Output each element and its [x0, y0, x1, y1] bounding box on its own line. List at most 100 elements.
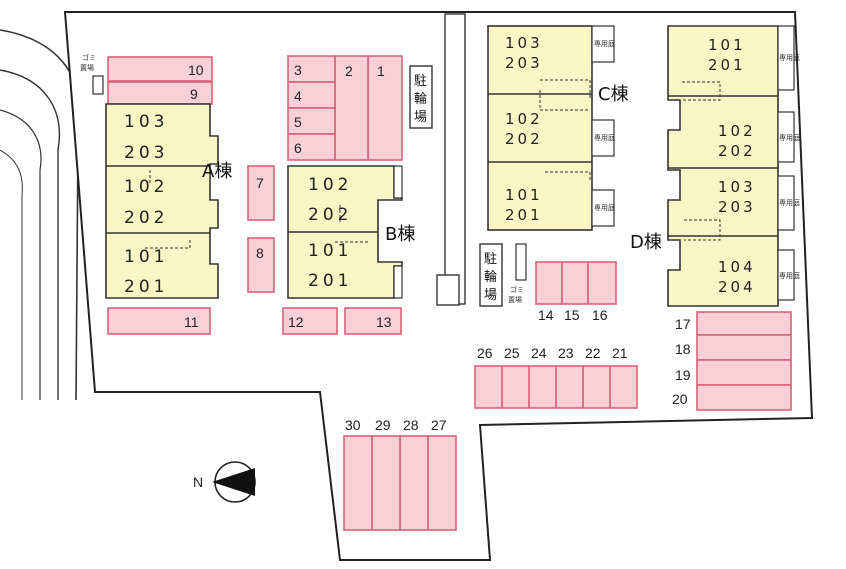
d-row-0-upper: 101	[708, 36, 746, 54]
d-row-1-upper: 102	[718, 122, 756, 140]
parking-label-21: 21	[612, 345, 628, 361]
bike-mid-char-1: 駐	[484, 252, 497, 267]
parking-label-25: 25	[504, 345, 520, 361]
c-storage-3: 専用庭	[594, 203, 615, 212]
bike-top-char-3: 場	[414, 110, 427, 125]
parking-label-6: 6	[294, 140, 302, 156]
parking-label-10: 10	[188, 62, 204, 78]
a-row-1-lower: 202	[124, 208, 168, 228]
garbage-mid-line-2: 置場	[508, 295, 522, 304]
parking-label-22: 22	[585, 345, 601, 361]
building-c: 専用庭 専用庭 専用庭 103 203 102 202 101 201 C棟	[487, 25, 629, 231]
parking-stall-25	[501, 365, 530, 409]
a-row-2-lower: 201	[124, 277, 168, 297]
parking-label-8: 8	[256, 245, 264, 261]
parking-label-30: 30	[345, 417, 361, 433]
compass-north-label: N	[193, 474, 203, 490]
a-row-1-upper: 102	[124, 177, 168, 197]
c-row-1-upper: 102	[505, 110, 543, 128]
c-row-0-lower: 203	[505, 54, 543, 72]
parking-label-26: 26	[477, 345, 493, 361]
d-storage-4: 専用庭	[779, 271, 800, 280]
parking-stall-27	[427, 435, 457, 531]
c-storage-1: 専用庭	[594, 39, 615, 48]
parking-label-3: 3	[294, 62, 302, 78]
parking-stall-5	[287, 107, 336, 135]
d-storage-1: 専用庭	[779, 53, 800, 62]
a-row-2-upper: 101	[124, 247, 168, 267]
b-row-1-lower: 201	[308, 271, 352, 291]
parking-stall-13	[344, 307, 402, 335]
parking-stall-18	[696, 334, 792, 361]
garbage-area-mid: ゴミ 置場	[508, 243, 527, 304]
parking-stall-1	[367, 55, 403, 161]
parking-label-14: 14	[538, 307, 554, 323]
parking-label-16: 16	[592, 307, 608, 323]
d-row-1-lower: 202	[718, 142, 756, 160]
garbage-top-line-1: ゴミ	[82, 53, 96, 62]
parking-label-29: 29	[375, 417, 391, 433]
parking-label-11: 11	[184, 314, 199, 330]
parking-label-17: 17	[675, 316, 691, 332]
parking-label-1: 1	[377, 63, 385, 79]
parking-stall-21	[609, 365, 638, 409]
parking-label-24: 24	[531, 345, 547, 361]
parking-stall-10	[107, 56, 213, 82]
d-row-3-upper: 104	[718, 258, 756, 276]
parking-stall-23	[555, 365, 584, 409]
compass: N	[193, 461, 256, 503]
bike-mid-char-3: 場	[484, 288, 497, 303]
parking-stall-28	[399, 435, 429, 531]
bike-parking-mid: 駐 輪 場	[479, 243, 503, 307]
d-storage-3: 専用庭	[779, 198, 800, 207]
road-curve	[0, 29, 82, 401]
parking-label-19: 19	[675, 367, 691, 383]
garbage-mid-line-1: ゴミ	[510, 285, 524, 294]
parking-label-13: 13	[376, 314, 392, 330]
bike-mid-char-2: 輪	[484, 269, 497, 285]
parking-label-7: 7	[256, 175, 264, 191]
d-row-2-lower: 203	[718, 198, 756, 216]
c-row-1-lower: 202	[505, 130, 543, 148]
parking-label-2: 2	[345, 63, 353, 79]
d-storage-2: 専用庭	[779, 133, 800, 142]
parking-stall-30	[343, 435, 373, 531]
parking-label-9: 9	[190, 86, 198, 102]
parking-stall-2	[334, 55, 369, 161]
parking-label-28: 28	[403, 417, 419, 433]
bike-parking-top: 駐 輪 場	[409, 65, 433, 129]
b-row-0-lower: 202	[308, 205, 352, 225]
parking-stall-16	[587, 261, 617, 305]
building-b: 102 202 101 201 B棟	[287, 165, 415, 299]
bike-top-char-2: 輪	[414, 91, 427, 107]
parking-stall-20	[696, 384, 792, 411]
parking-label-12: 12	[288, 314, 304, 330]
parking-stall-14	[535, 261, 563, 305]
parking-stall-29	[371, 435, 401, 531]
parking-stall-19	[696, 359, 792, 386]
a-row-0-lower: 203	[124, 143, 168, 163]
parking-label-5: 5	[294, 114, 302, 130]
c-row-2-lower: 201	[505, 206, 543, 224]
building-d-label: D棟	[630, 232, 662, 253]
parking-stall-17	[696, 311, 792, 336]
parking-stall-8	[247, 237, 275, 293]
b-row-0-upper: 102	[308, 175, 352, 195]
c-storage-2: 専用庭	[594, 133, 615, 142]
garbage-top-line-2: 置場	[80, 63, 94, 72]
parking-label-18: 18	[675, 341, 691, 357]
d-row-2-upper: 103	[718, 178, 756, 196]
parking-label-4: 4	[294, 88, 302, 104]
parking-stall-6	[287, 133, 336, 161]
bike-top-char-1: 駐	[414, 74, 427, 89]
building-a: 103 203 102 202 101 201 A棟	[105, 103, 232, 299]
parking-stall-12	[282, 307, 338, 335]
b-row-1-upper: 101	[308, 241, 352, 261]
d-row-0-lower: 201	[708, 56, 746, 74]
building-a-label: A棟	[202, 161, 232, 182]
parking-label-20: 20	[672, 391, 688, 407]
parking-stall-24	[528, 365, 557, 409]
